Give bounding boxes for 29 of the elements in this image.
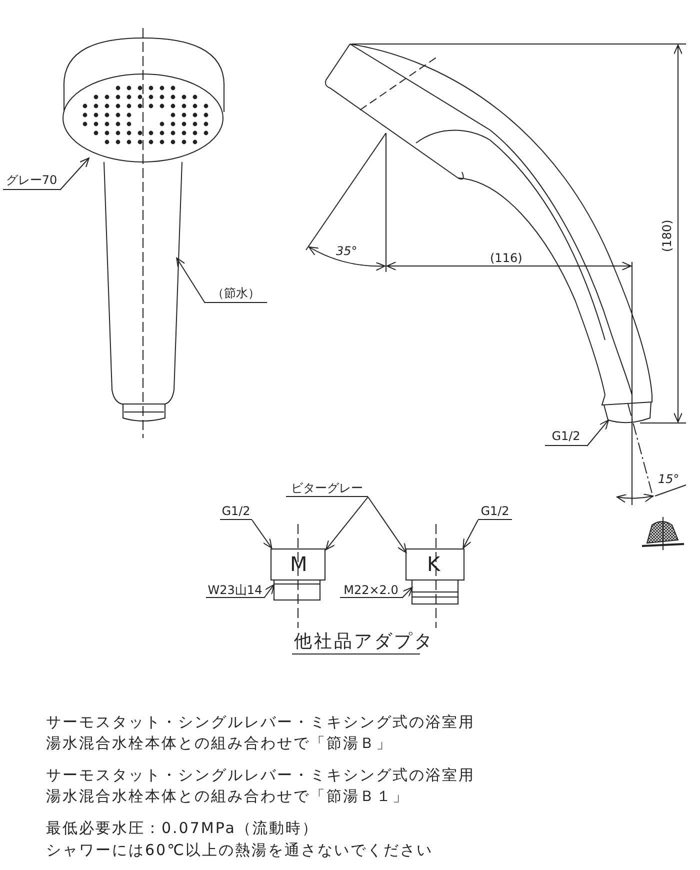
dimension-label: 35° (336, 244, 358, 258)
dimension-label: (180) (660, 220, 674, 252)
leader-line (252, 520, 272, 548)
caption-title: 他社品アダプタ (294, 632, 434, 652)
note-text: サーモスタット・シングルレバー・ミキシング式の浴室用湯水混合水栓本体との組み合わせで「節湯Ｂ」 (46, 712, 476, 754)
adapter-drawing (270, 548, 326, 602)
note-text: サーモスタット・シングルレバー・ミキシング式の浴室用湯水混合水栓本体との組み合わせで「節湯Ｂ１」 (46, 765, 476, 807)
leader-line (60, 158, 90, 190)
note-text: 最低必要水圧：0.07MPa（流動時） (46, 818, 320, 839)
callout-label: グレー70 (3, 172, 60, 190)
leader-line (462, 520, 478, 548)
leader-line (586, 420, 609, 446)
callout-label: G1/2 (545, 428, 587, 446)
callout-label: G1/2 (220, 503, 252, 520)
adapter-drawing (405, 548, 465, 606)
callout-label: W23山14 (206, 582, 264, 598)
leader-line (326, 496, 368, 550)
callout-label: ビターグレー (286, 480, 368, 497)
callout-label: （節水） (205, 285, 267, 303)
dimension-label: 15° (658, 472, 680, 486)
adapter-letter: M (290, 552, 308, 576)
leader-line (176, 258, 206, 304)
leader-line (402, 586, 413, 598)
callout-label: G1/2 (478, 503, 512, 520)
callout-label: M22×2.0 (340, 582, 402, 598)
dimension-label: (116) (490, 251, 522, 265)
note-text: シャワーには60℃以上の熱湯を通さないでください (46, 840, 434, 861)
leader-line (264, 584, 274, 598)
leader-line (368, 496, 407, 554)
